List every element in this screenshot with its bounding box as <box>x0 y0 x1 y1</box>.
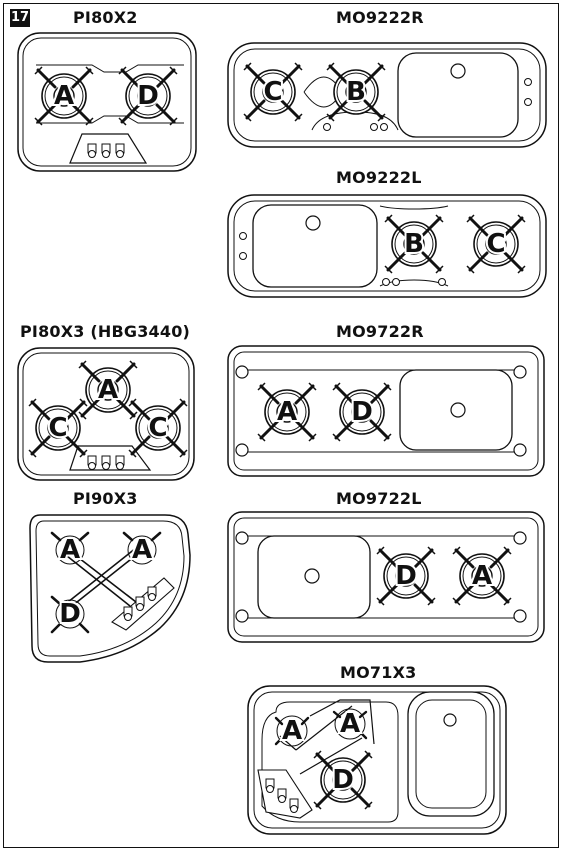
burner-label: C <box>263 77 282 107</box>
hob-mo9722r: A D <box>227 345 545 477</box>
burner-label: D <box>351 397 373 427</box>
hob-pi80x3: A C C <box>17 347 195 481</box>
burner-label: A <box>60 535 80 565</box>
hob-mo9722l: D A <box>227 511 545 643</box>
page-frame <box>3 3 559 848</box>
burner-label: B <box>346 77 366 107</box>
title-pi80x2: PI80X2 <box>73 8 138 27</box>
burner-label: A <box>340 709 360 739</box>
burner-label: A <box>98 375 118 405</box>
burner-label: D <box>137 81 159 111</box>
title-mo71x3: MO71X3 <box>340 663 417 682</box>
hob-mo9222r: C B <box>227 42 547 148</box>
hob-mo9222l: B C <box>227 194 547 298</box>
hob-pi90x3: A A D <box>29 514 191 663</box>
burner-label: B <box>404 229 424 259</box>
title-mo9722l: MO9722L <box>336 489 422 508</box>
title-mo9222l: MO9222L <box>336 168 422 187</box>
title-pi80x3: PI80X3 (HBG3440) <box>20 322 191 341</box>
title-pi90x3: PI90X3 <box>73 489 138 508</box>
burner-label: A <box>132 535 152 565</box>
burner-label: D <box>332 765 354 795</box>
burner-label: A <box>282 716 302 746</box>
burner-label: A <box>472 561 492 591</box>
hob-pi80x2: A D <box>17 32 197 172</box>
title-mo9222r: MO9222R <box>336 8 424 27</box>
hob-mo71x3: A A D <box>247 685 507 835</box>
burner-label: C <box>48 413 67 443</box>
page-number: 17 <box>10 9 30 27</box>
burner-label: C <box>148 413 167 443</box>
title-mo9722r: MO9722R <box>336 322 424 341</box>
burner-label: D <box>395 561 417 591</box>
burner-label: D <box>59 599 81 629</box>
burner-label: A <box>277 397 297 427</box>
burner-label: C <box>486 229 505 259</box>
burner-label: A <box>54 81 74 111</box>
